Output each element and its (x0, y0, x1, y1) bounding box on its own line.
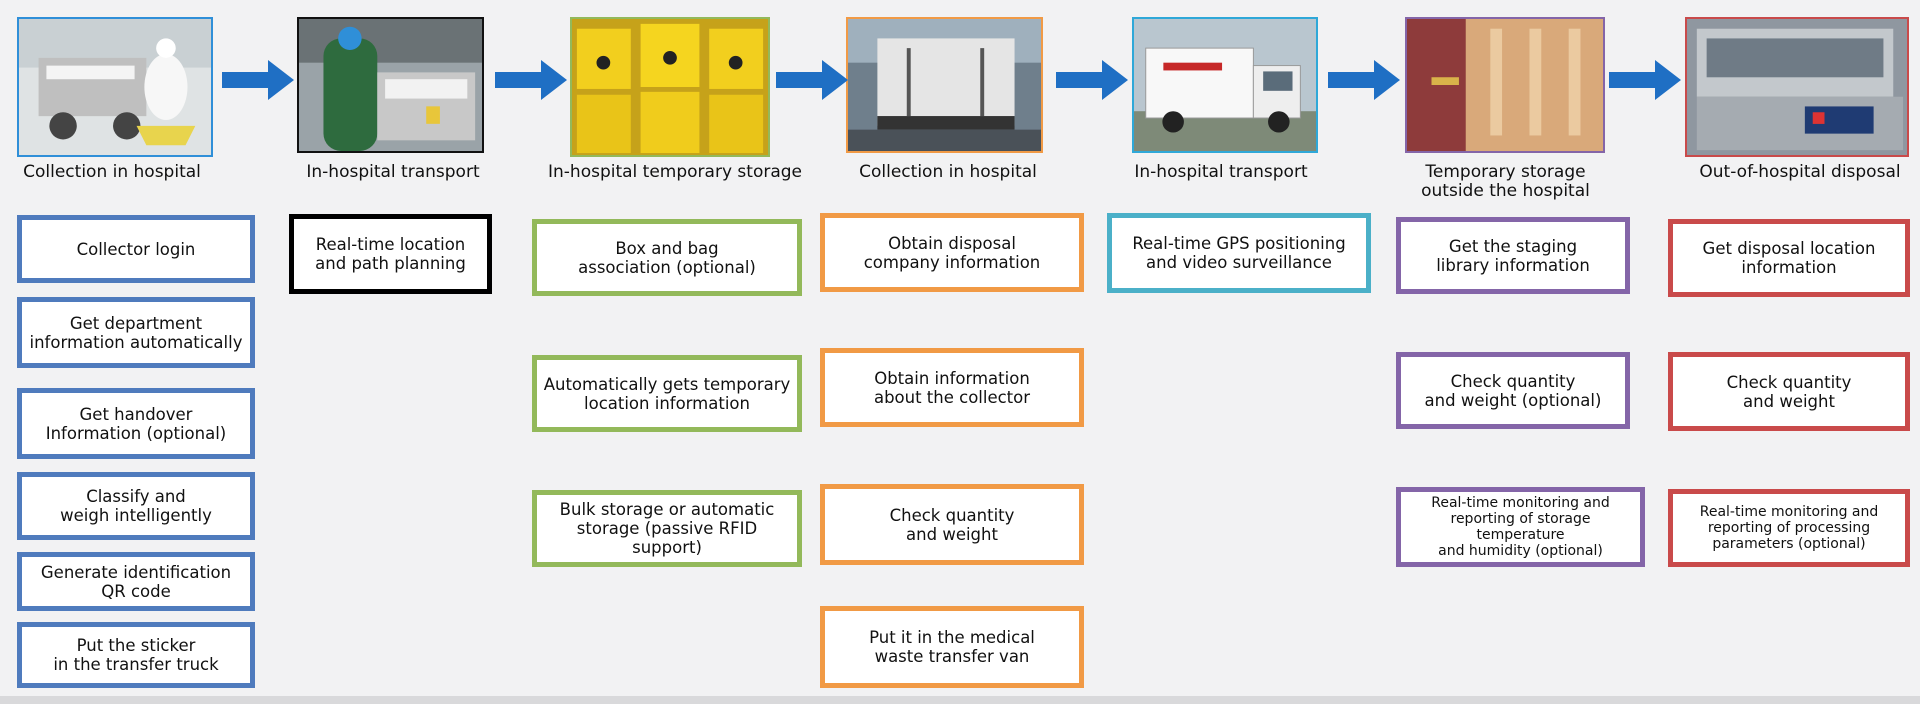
step-temporary-location: Automatically gets temporary location in… (532, 355, 802, 432)
step-bulk-storage: Bulk storage or automatic storage (passi… (532, 490, 802, 567)
step-get-handover-info: Get handover Information (optional) (17, 388, 255, 459)
photo-transfer-van (1132, 17, 1318, 153)
step-realtime-location: Real-time location and path planning (289, 214, 492, 294)
flow-arrow-3 (776, 60, 848, 100)
step-box-bag-association: Box and bag association (optional) (532, 219, 802, 296)
step-check-quantity-weight-optional: Check quantity and weight (optional) (1396, 352, 1630, 429)
step-check-quantity-weight-disposal: Check quantity and weight (1668, 352, 1910, 431)
flow-arrow-6 (1609, 60, 1681, 100)
stage-label-temporary-storage: In-hospital temporary storage (548, 162, 802, 182)
photo-truck-rear (846, 17, 1043, 153)
step-put-sticker: Put the sticker in the transfer truck (17, 622, 255, 688)
flow-arrow-4 (1056, 60, 1128, 100)
stage-label-outside-storage: Temporary storage outside the hospital (1421, 162, 1590, 201)
step-put-in-van: Put it in the medical waste transfer van (820, 606, 1084, 688)
flow-arrow-2 (495, 60, 567, 100)
step-monitor-processing-params: Real-time monitoring and reporting of pr… (1668, 489, 1910, 567)
photo-storage-room (1405, 17, 1605, 153)
step-collector-login: Collector login (17, 215, 255, 283)
stage-label-in-hospital-transport: In-hospital transport (306, 162, 480, 182)
photo-yellow-bins (570, 17, 770, 157)
flow-arrow-5 (1328, 60, 1400, 100)
photo-disposal-machine (1685, 17, 1909, 157)
photo-transport-worker (297, 17, 484, 153)
step-check-quantity-weight: Check quantity and weight (820, 484, 1084, 565)
bottom-divider (0, 696, 1920, 704)
step-obtain-disposal-company: Obtain disposal company information (820, 213, 1084, 292)
step-staging-library-info: Get the staging library information (1396, 217, 1630, 294)
stage-label-in-hospital-transport-2: In-hospital transport (1134, 162, 1308, 182)
step-classify-weigh: Classify and weigh intelligently (17, 472, 255, 540)
flow-arrow-1 (222, 60, 294, 100)
stage-label-collection: Collection in hospital (23, 162, 201, 182)
stage-label-disposal: Out-of-hospital disposal (1699, 162, 1901, 182)
step-disposal-location-info: Get disposal location information (1668, 219, 1910, 297)
stage-label-collection-2: Collection in hospital (859, 162, 1037, 182)
step-monitor-storage-temp: Real-time monitoring and reporting of st… (1396, 487, 1645, 567)
photo-collection-cart (17, 17, 213, 157)
step-obtain-collector-info: Obtain information about the collector (820, 348, 1084, 427)
step-generate-qr: Generate identification QR code (17, 552, 255, 611)
step-gps-video: Real-time GPS positioning and video surv… (1107, 213, 1371, 293)
step-get-department-info: Get department information automatically (17, 297, 255, 368)
